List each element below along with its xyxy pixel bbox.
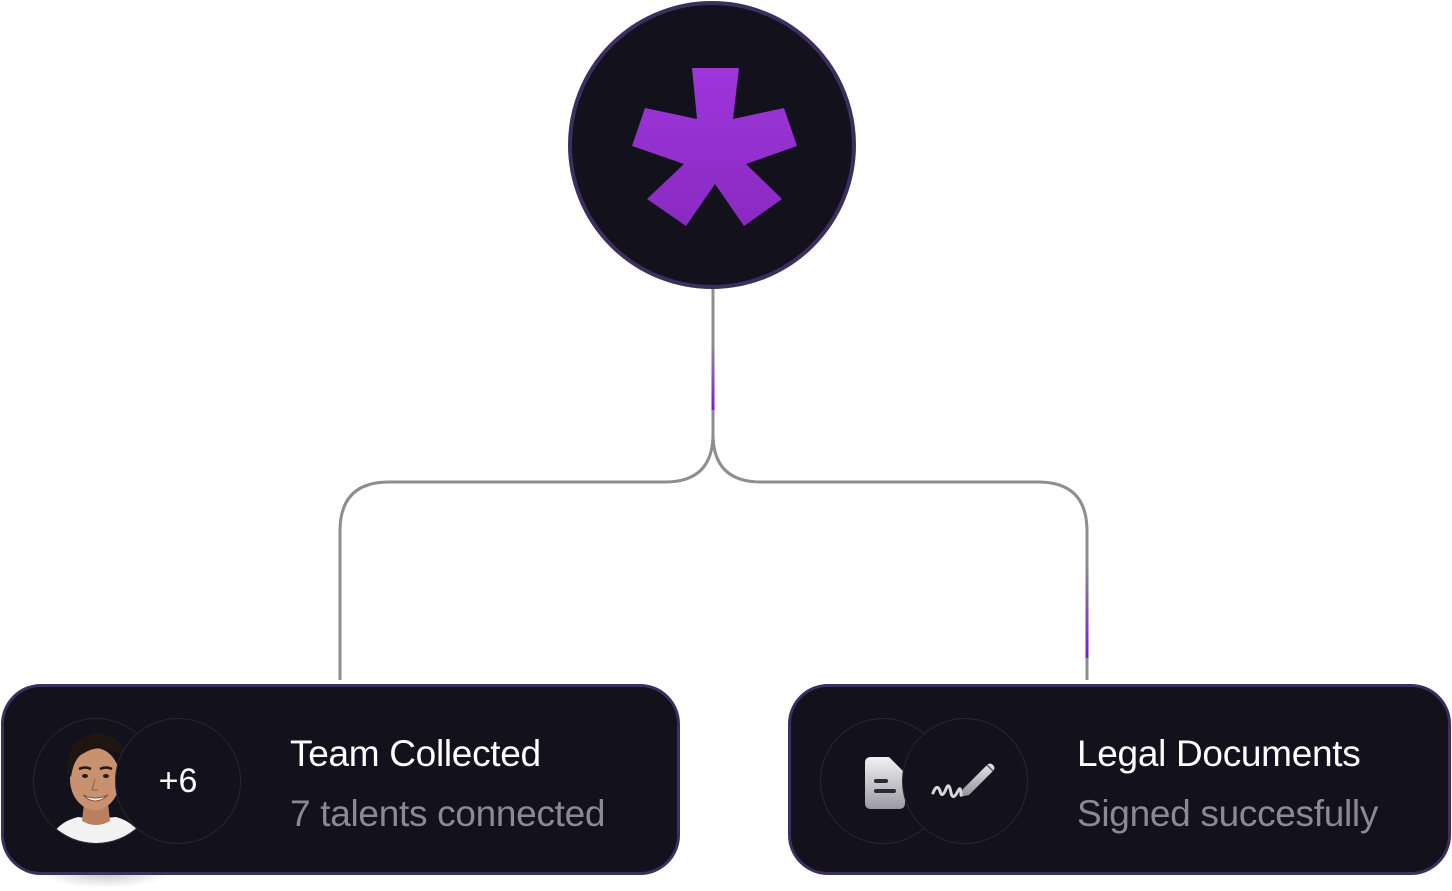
legal-card-title: Legal Documents [1077, 733, 1361, 774]
branch-left [338, 433, 715, 680]
more-count-badge[interactable]: +6 [115, 718, 241, 844]
signature-pen-icon [931, 763, 995, 798]
person-avatar-icon [48, 733, 146, 843]
more-count-label: +6 [158, 762, 198, 800]
document-icon [865, 757, 905, 809]
team-card[interactable]: +6 Team Collected 7 talents connected [1, 684, 680, 875]
legal-card[interactable]: Legal Documents Signed succesfully [788, 684, 1451, 875]
asterisk-icon [632, 68, 797, 226]
hub-node [568, 1, 856, 289]
legal-card-subtitle: Signed succesfully [1077, 793, 1379, 834]
signature-badge [902, 718, 1028, 844]
team-card-title: Team Collected [290, 733, 541, 774]
team-card-subtitle: 7 talents connected [290, 793, 606, 834]
branch-right-upper [711, 433, 1089, 560]
